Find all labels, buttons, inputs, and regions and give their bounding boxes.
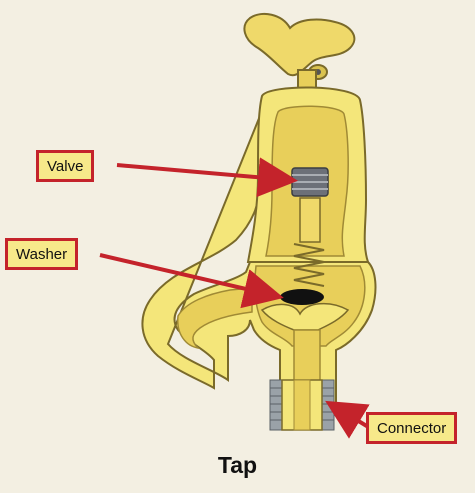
washer-label: Washer <box>5 238 78 270</box>
tap-body <box>142 87 375 410</box>
connector-label: Connector <box>366 412 457 444</box>
valve-label: Valve <box>36 150 94 182</box>
diagram-title: Tap <box>0 452 475 479</box>
connector-thread <box>270 380 334 430</box>
connector-arrow <box>332 405 370 428</box>
washer <box>280 289 324 305</box>
